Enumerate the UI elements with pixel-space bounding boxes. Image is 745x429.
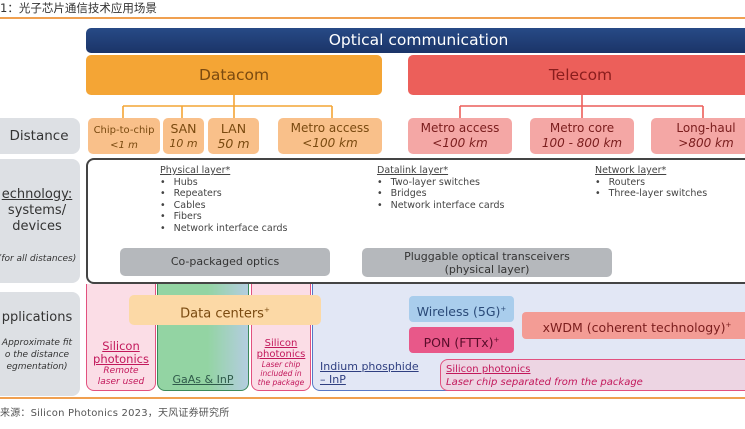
layer-item: Network interface cards — [160, 223, 288, 235]
applications-note-line3: egmentation) — [6, 362, 68, 372]
technology-label-line1: echnology: — [1, 187, 73, 202]
sp-separate-title: Silicon photonics — [446, 364, 531, 375]
co-packaged-optics-box: Co-packaged optics — [120, 248, 330, 276]
indium-phosphide-label: Indium phosphide – InP — [320, 360, 419, 386]
layer-item: Three-layer switches — [595, 188, 708, 200]
applications-note-line2: o the distance — [4, 350, 70, 360]
telecom-connector — [459, 95, 704, 118]
datalink-layer-list: Datalink layer* Two-layer switches Bridg… — [377, 165, 504, 211]
wireless-5g-box: Wireless (5G)+ — [409, 296, 514, 322]
layer-heading: Physical layer* — [160, 165, 231, 176]
layer-item: Cables — [160, 200, 287, 212]
pluggable-transceivers-box: Pluggable optical transceivers (physical… — [362, 248, 612, 277]
distance-name: Long-haul — [676, 121, 736, 135]
silicon-photonics-included-label: Silicon photonics Laser chip included in… — [252, 338, 310, 387]
distance-name: SAN — [170, 121, 197, 136]
distance-name: LAN — [220, 121, 247, 136]
distance-range: 10 m — [169, 137, 198, 150]
pluggable-line2: (physical layer) — [444, 263, 530, 276]
wireless-label: Wireless (5G) — [416, 304, 501, 320]
pluggable-line1: Pluggable optical transceivers — [404, 250, 570, 263]
sp-title-line1: Silicon — [264, 338, 298, 349]
layer-item: Repeaters — [160, 188, 287, 200]
sp-note-line2: laser used — [97, 377, 145, 387]
layer-item: Bridges — [377, 188, 504, 200]
source-note: 来源：Silicon Photonics 2023，天风证券研究所 — [0, 408, 230, 419]
distance-range: 50 m — [217, 136, 250, 151]
layer-heading: Network layer* — [595, 165, 667, 176]
pon-label: PON (FTTx) — [423, 335, 494, 351]
distance-chip-to-chip: Chip-to-chip <1 m — [88, 118, 160, 154]
applications-label-note: Approximate fit o the distance egmentati… — [0, 337, 80, 373]
sp-title-line2: photonics — [256, 349, 306, 360]
distance-long-haul: Long-haul >800 km — [651, 118, 745, 154]
network-layer-list: Network layer* Routers Three-layer switc… — [595, 165, 707, 200]
telecom-category: Telecom — [408, 55, 745, 95]
technology-label-note: (for all distances) — [0, 254, 77, 264]
sp-note-line2: included in — [260, 369, 302, 378]
plus-mark: + — [493, 336, 500, 344]
technology-label-line3: devices — [12, 219, 62, 234]
applications-note-line1: Approximate fit — [1, 338, 73, 348]
sp-note-line3: the package — [257, 378, 305, 387]
distance-san: SAN 10 m — [163, 118, 204, 154]
inp-line2: – InP — [320, 373, 346, 386]
layer-item: Network interface cards — [377, 200, 505, 212]
layer-item: Routers — [595, 177, 707, 189]
distance-metro-access-datacom: Metro access <100 km — [278, 118, 382, 154]
top-divider — [0, 17, 745, 19]
row-label-applications: pplications Approximate fit o the distan… — [0, 292, 80, 396]
datacom-category: Datacom — [86, 55, 382, 95]
physical-layer-list: Physical layer* Hubs Repeaters Cables Fi… — [160, 165, 287, 234]
xwdm-box: xWDM (coherent technology)+ — [522, 312, 745, 339]
data-centers-label: Data centers — [180, 306, 264, 322]
distance-range: <100 km — [432, 136, 488, 150]
row-label-technology: echnology: systems/ devices (for all dis… — [0, 159, 80, 283]
technology-label-line2: systems/ — [7, 203, 67, 218]
sp-note-line1: Remote — [103, 366, 139, 376]
layer-item: Two-layer switches — [377, 177, 504, 189]
plus-mark: + — [725, 321, 732, 329]
sp-separate-note: Laser chip separated from the package — [446, 377, 643, 388]
distance-range: <100 km — [302, 136, 358, 150]
silicon-photonics-remote-label: Silicon photonics Remote laser used — [88, 340, 154, 388]
datacom-connector — [122, 95, 333, 118]
distance-name: Metro access — [290, 121, 370, 135]
distance-name: Metro core — [549, 121, 615, 135]
row-label-distance: Distance — [0, 118, 80, 154]
distance-lan: LAN 50 m — [208, 118, 259, 154]
bottom-divider — [0, 397, 745, 399]
sp-note-line1: Laser chip — [261, 360, 301, 369]
layer-item: Fibers — [160, 211, 287, 223]
distance-metro-core: Metro core 100 - 800 km — [530, 118, 634, 154]
distance-name: Metro access — [420, 121, 500, 135]
inp-line1: Indium phosphide — [320, 360, 419, 373]
sp-title-line1: Silicon — [102, 339, 140, 353]
sp-title-line2: photonics — [93, 352, 149, 366]
figure-title: 1：光子芯片通信技术应用场景 — [0, 1, 157, 15]
pon-fttx-box: PON (FTTx)+ — [409, 327, 514, 353]
optical-communication-banner: Optical communication — [86, 28, 745, 53]
plus-mark: + — [263, 306, 270, 314]
applications-label: pplications — [1, 310, 73, 325]
gaas-inp-label: GaAs & InP — [172, 373, 234, 386]
silicon-photonics-separated-box: Silicon photonics Laser chip separated f… — [440, 359, 745, 391]
distance-metro-access-telecom: Metro access <100 km — [408, 118, 512, 154]
distance-range: >800 km — [678, 136, 734, 150]
distance-range: <1 m — [110, 140, 138, 151]
layer-item: Hubs — [160, 177, 287, 189]
distance-range: 100 - 800 km — [541, 136, 623, 150]
layer-heading: Datalink layer* — [377, 165, 449, 176]
data-centers-box: Data centers+ — [129, 295, 321, 325]
distance-name: Chip-to-chip — [93, 125, 155, 136]
xwdm-label: xWDM (coherent technology) — [542, 320, 726, 336]
plus-mark: + — [500, 305, 507, 313]
